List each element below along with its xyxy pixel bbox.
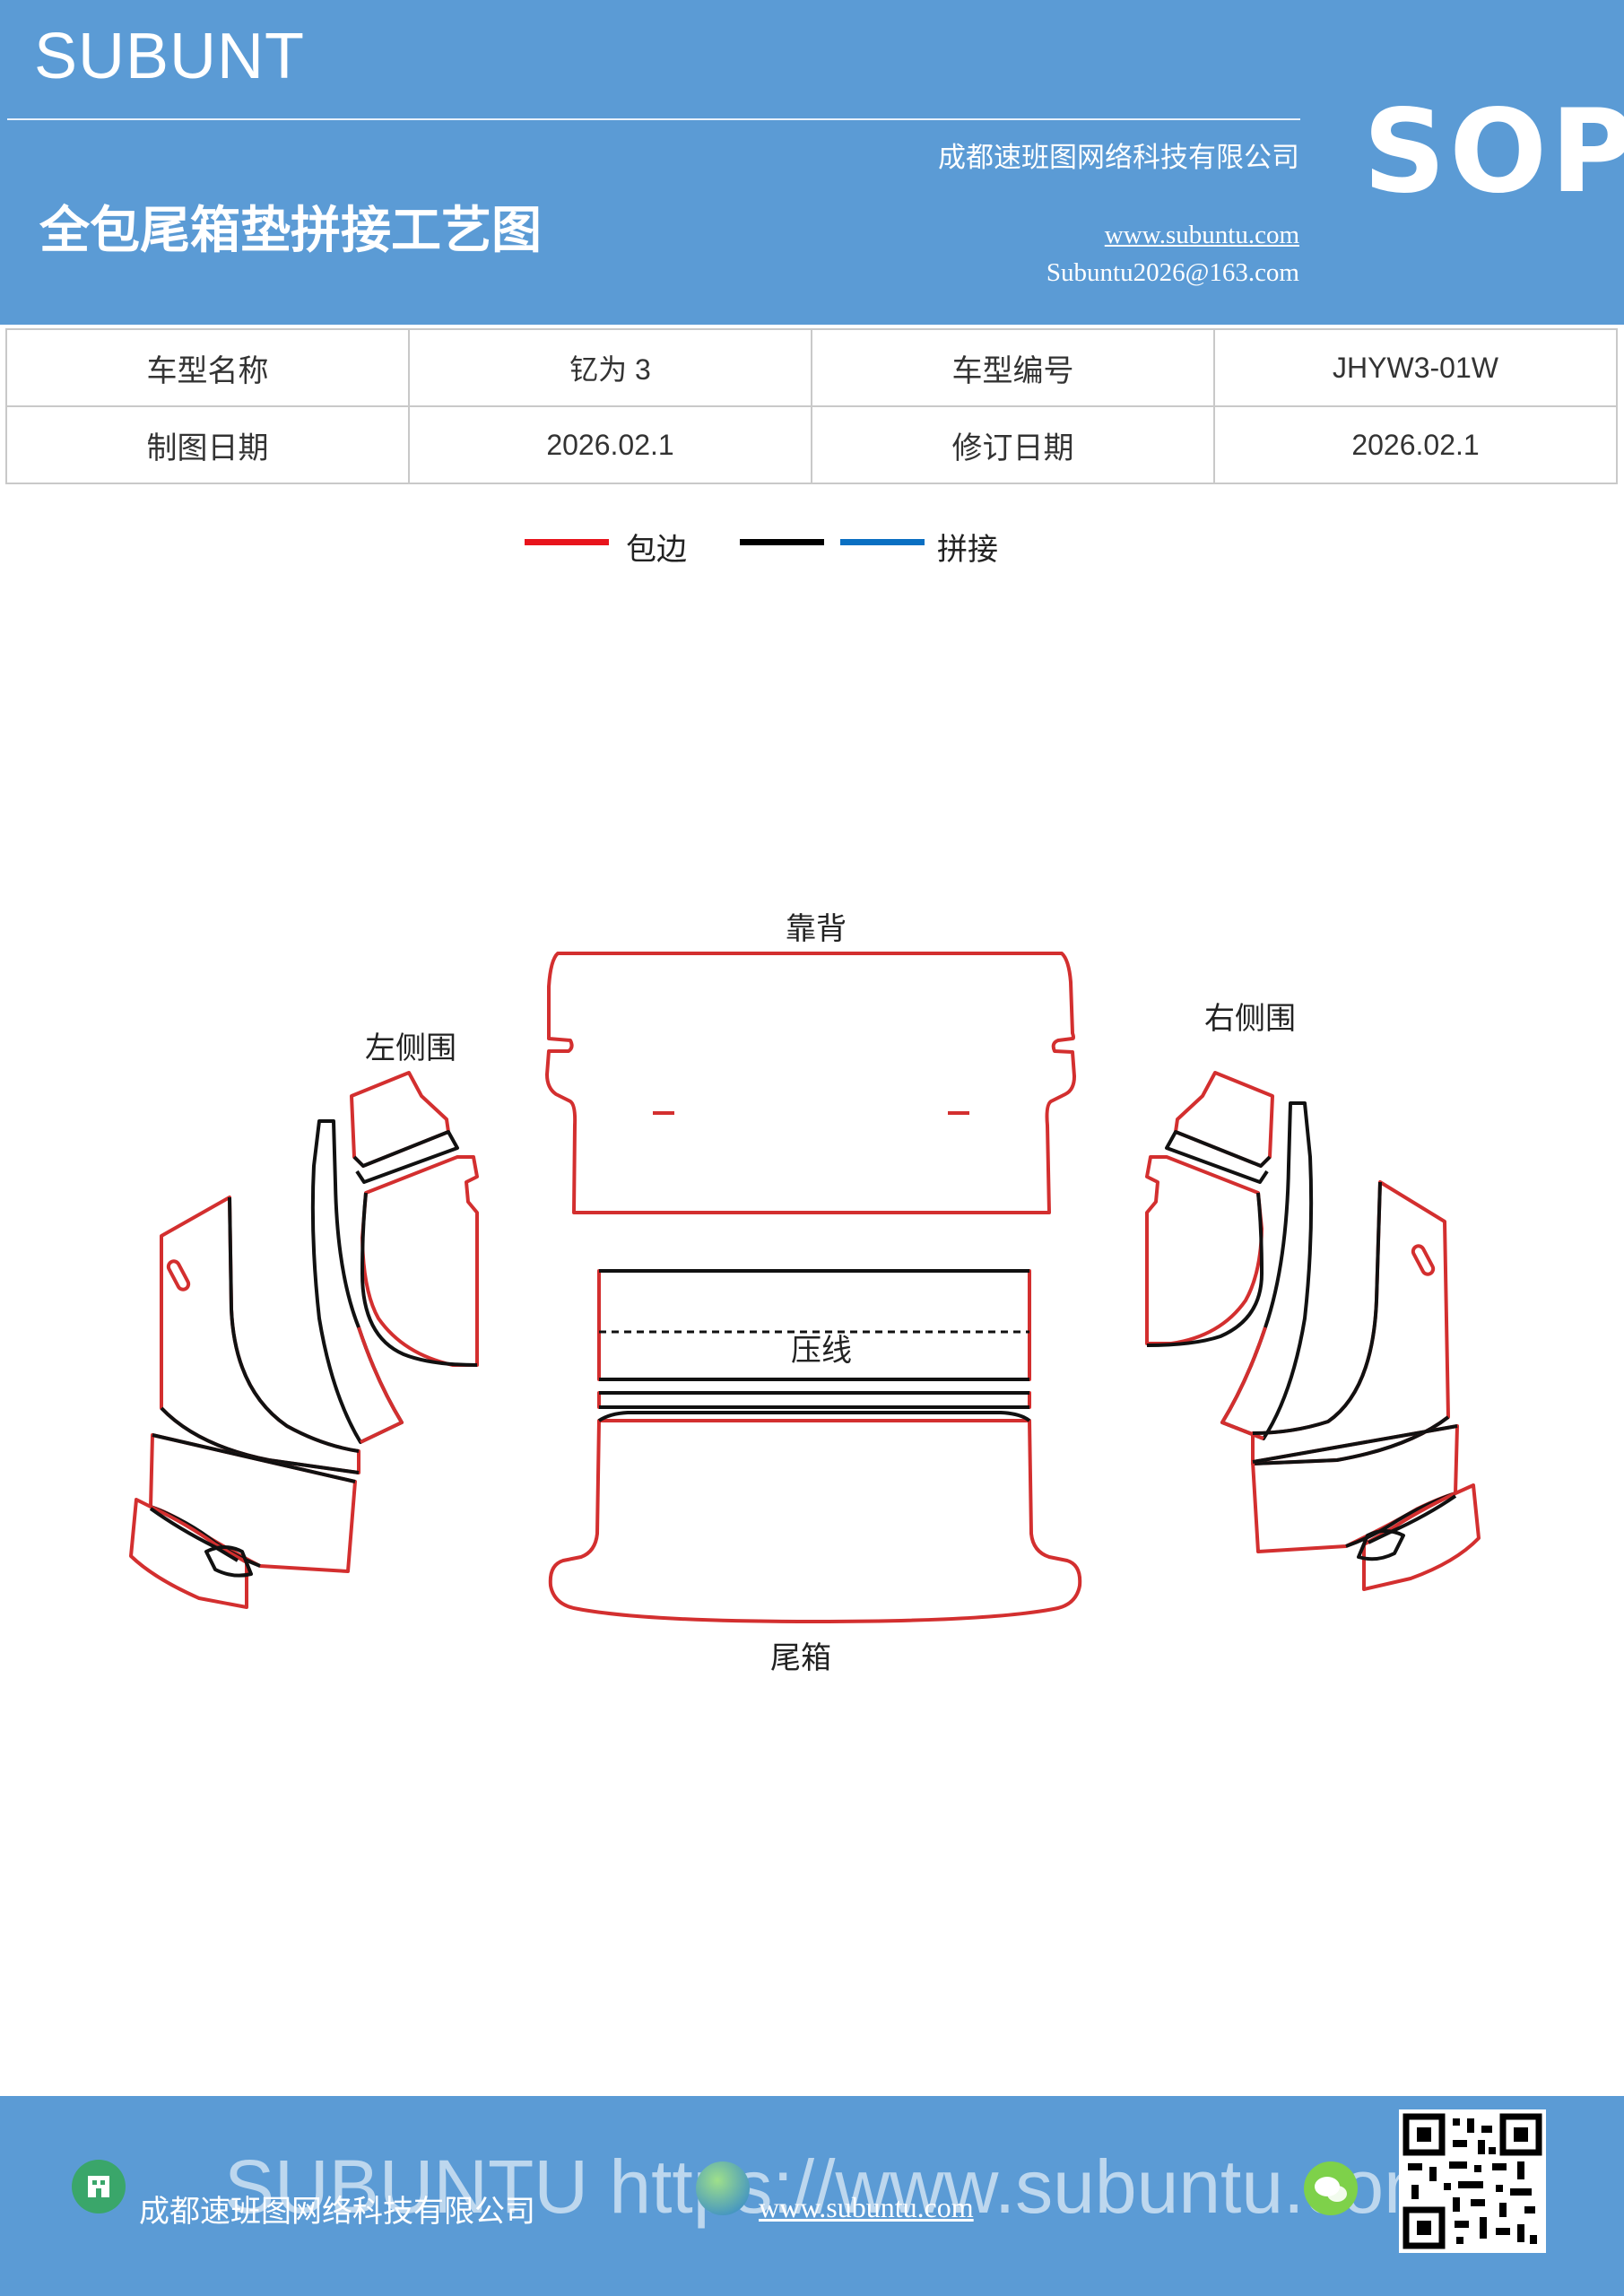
building-icon bbox=[72, 2160, 126, 2213]
model-name-value: 钇为 3 bbox=[408, 328, 812, 407]
qr-code bbox=[1399, 2109, 1546, 2253]
right-side-panels bbox=[1145, 1071, 1481, 1591]
trunk-mat-diagram: 靠背 左侧围 右侧围 压线 尾箱 bbox=[129, 911, 1481, 1676]
left-upper-wedge bbox=[360, 1155, 479, 1367]
vehicle-info-table: 车型名称 钇为 3 车型编号 JHYW3-01W 制图日期 2026.02.1 … bbox=[5, 328, 1618, 484]
header-divider bbox=[7, 118, 1300, 120]
revise-date-label: 修订日期 bbox=[811, 405, 1215, 484]
globe-icon bbox=[696, 2161, 750, 2215]
email-address: Subuntu2026@163.com bbox=[1046, 258, 1299, 287]
sop-badge: SOP bbox=[1363, 85, 1624, 219]
footer-company: 成都速班图网络科技有限公司 bbox=[139, 2194, 535, 2230]
left-side-label: 左侧围 bbox=[365, 1031, 456, 1066]
footer-watermark: SUBUNTU https://www.subuntu.com bbox=[224, 2144, 1447, 2229]
backrest-panel bbox=[545, 952, 1076, 1214]
page-title: 全包尾箱垫拼接工艺图 bbox=[39, 202, 542, 260]
right-side-label: 右侧围 bbox=[1204, 1001, 1296, 1037]
model-code-value: JHYW3-01W bbox=[1213, 328, 1618, 407]
company-name: 成都速班图网络科技有限公司 bbox=[938, 142, 1299, 174]
trunk-label: 尾箱 bbox=[770, 1640, 831, 1676]
backrest-label: 靠背 bbox=[786, 911, 847, 947]
header-banner: SUBUNT 全包尾箱垫拼接工艺图 成都速班图网络科技有限公司 www.subu… bbox=[0, 0, 1624, 325]
footer-website-link[interactable]: www.subuntu.com bbox=[759, 2191, 974, 2223]
trunk-floor-panel bbox=[548, 1419, 1082, 1623]
legend-black-swatch bbox=[740, 539, 824, 545]
left-slot bbox=[166, 1259, 191, 1292]
legend-edging-label: 包边 bbox=[626, 532, 687, 568]
website-link[interactable]: www.subuntu.com bbox=[1104, 221, 1299, 249]
crease-label: 压线 bbox=[791, 1333, 852, 1369]
draw-date-value: 2026.02.1 bbox=[408, 405, 812, 484]
left-corner-panel bbox=[129, 1498, 248, 1609]
brand-logo: SUBUNT bbox=[34, 21, 306, 92]
model-name-label: 车型名称 bbox=[5, 328, 410, 407]
table-row: 车型名称 钇为 3 车型编号 JHYW3-01W bbox=[5, 328, 1618, 407]
legend: 包边 拼接 bbox=[525, 525, 1152, 570]
legend-splice-label: 拼接 bbox=[937, 532, 998, 568]
model-code-label: 车型编号 bbox=[811, 328, 1215, 407]
left-pillar bbox=[310, 1119, 404, 1444]
legend-blue-swatch bbox=[840, 539, 925, 545]
wechat-icon[interactable] bbox=[1304, 2161, 1358, 2215]
legend-red-swatch bbox=[525, 539, 609, 545]
thin-strip bbox=[597, 1391, 1031, 1409]
revise-date-value: 2026.02.1 bbox=[1213, 405, 1618, 484]
table-row: 制图日期 2026.02.1 修订日期 2026.02.1 bbox=[5, 405, 1618, 484]
draw-date-label: 制图日期 bbox=[5, 405, 410, 484]
